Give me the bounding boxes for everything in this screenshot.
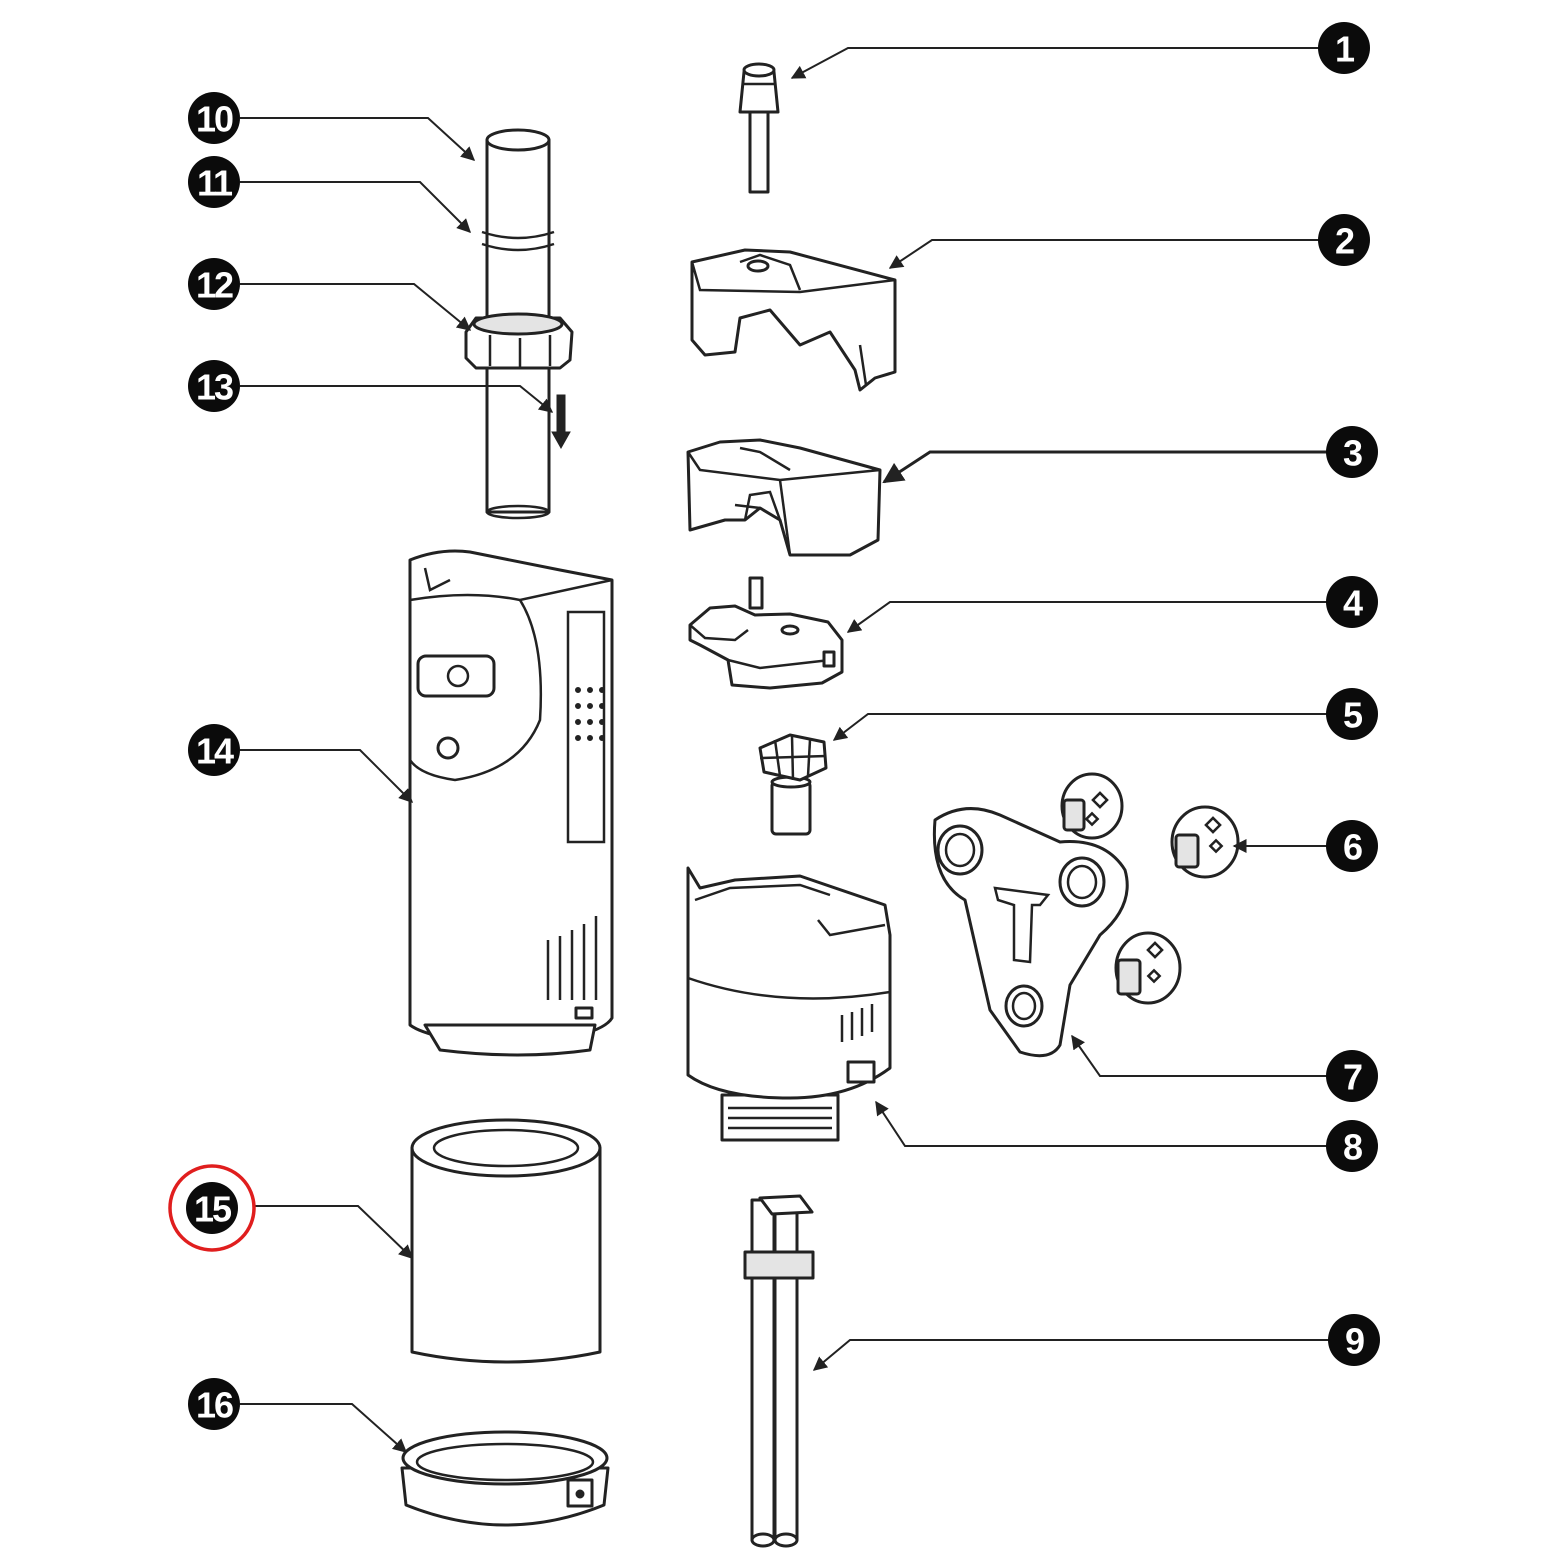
leader-10 [240, 117, 476, 161]
svg-text:7: 7 [1343, 1057, 1362, 1098]
callout-11: 11 [188, 156, 240, 208]
callout-15: 15 [168, 1164, 256, 1252]
svg-text:2: 2 [1335, 221, 1354, 262]
part-1-nozzle [738, 62, 780, 194]
svg-text:11: 11 [197, 163, 233, 204]
part-14-filter-housing [408, 549, 614, 1057]
callout-12: 12 [188, 258, 240, 310]
leader-lines [240, 47, 1330, 1453]
callout-7: 7 [1326, 1050, 1378, 1102]
leader-14 [240, 749, 413, 803]
svg-text:8: 8 [1343, 1127, 1362, 1168]
leader-3 [882, 450, 1328, 484]
svg-text:4: 4 [1343, 583, 1363, 624]
svg-text:14: 14 [196, 731, 234, 772]
svg-text:10: 10 [196, 99, 233, 140]
leader-1 [790, 47, 1320, 79]
part-9-twin-tube [743, 1194, 815, 1548]
svg-text:13: 13 [196, 367, 233, 408]
svg-text:9: 9 [1345, 1321, 1364, 1362]
part-11-o-ring [481, 230, 555, 252]
part-5-impeller [758, 733, 828, 836]
leader-2 [888, 239, 1320, 269]
leader-11 [240, 181, 471, 233]
svg-text:6: 6 [1343, 827, 1362, 868]
callout-2: 2 [1318, 214, 1370, 266]
part-15-filter-sponge [410, 1118, 602, 1364]
callout-9: 9 [1328, 1314, 1380, 1366]
leader-15 [254, 1205, 414, 1259]
svg-text:16: 16 [196, 1385, 233, 1426]
part-4-impeller-cover [688, 576, 844, 690]
callout-4: 4 [1326, 576, 1378, 628]
svg-text:3: 3 [1343, 433, 1362, 474]
svg-text:12: 12 [196, 265, 233, 306]
part-12-nut [464, 312, 574, 370]
leader-12 [240, 283, 472, 331]
leader-9 [812, 1339, 1330, 1371]
callout-6: 6 [1326, 820, 1378, 872]
svg-text:15: 15 [194, 1189, 232, 1230]
callout-5: 5 [1326, 688, 1378, 740]
callout-13: 13 [188, 360, 240, 412]
part-16-bottom-cap [400, 1430, 610, 1527]
part-3-lid [686, 438, 882, 557]
callout-8: 8 [1326, 1120, 1378, 1172]
part-13-screw [551, 394, 571, 450]
part-2-top-cover [690, 248, 897, 392]
callout-16: 16 [188, 1378, 240, 1430]
leader-5 [832, 713, 1328, 741]
svg-text:5: 5 [1343, 695, 1363, 736]
callout-10: 10 [188, 92, 240, 144]
part-7-mounting-bracket [932, 807, 1129, 1058]
callout-14: 14 [188, 724, 240, 776]
leader-7 [1071, 1034, 1328, 1077]
part-8-motor-housing [686, 866, 892, 1142]
callout-3: 3 [1326, 426, 1378, 478]
callout-badges: 1 2 3 4 5 6 7 8 [168, 22, 1380, 1430]
highlight-ring [168, 1164, 256, 1252]
leader-4 [846, 601, 1328, 633]
leader-8 [875, 1100, 1328, 1147]
svg-text:1: 1 [1335, 29, 1355, 70]
callout-1: 1 [1318, 22, 1370, 74]
leader-16 [240, 1403, 408, 1453]
leader-13 [240, 385, 554, 413]
part-6-suction-cups [1060, 772, 1240, 1005]
